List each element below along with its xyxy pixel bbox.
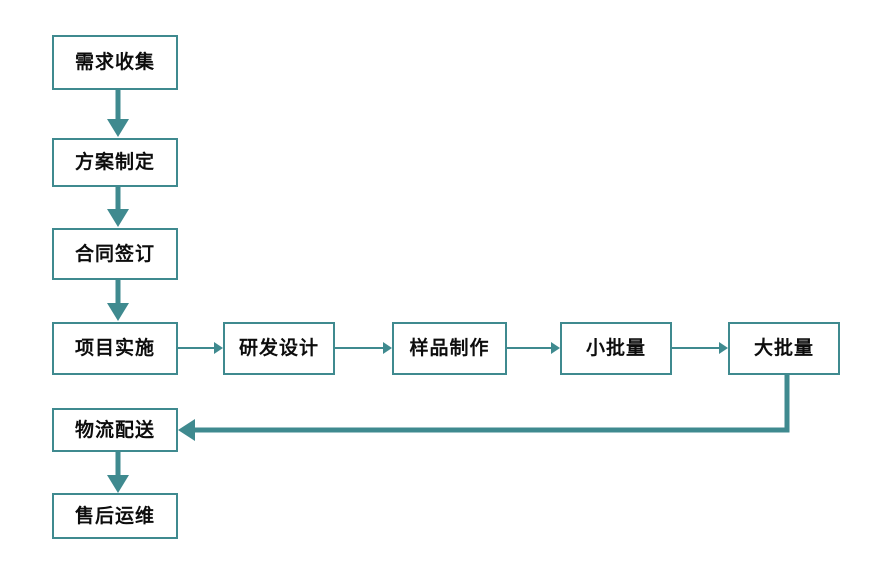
flow-node-logistics[interactable]: 物流配送 [52, 408, 178, 452]
flow-node-smallbatch-label: 小批量 [585, 337, 646, 359]
flow-node-contract[interactable]: 合同签订 [52, 228, 178, 280]
flow-node-smallbatch[interactable]: 小批量 [560, 322, 672, 375]
flow-node-aftersales-label: 售后运维 [74, 504, 155, 527]
flow-node-sample[interactable]: 样品制作 [392, 322, 507, 375]
edge-contract-execution [107, 280, 129, 321]
edge-massbatch-logistics [178, 375, 790, 441]
flow-node-aftersales[interactable]: 售后运维 [52, 493, 178, 539]
flow-node-massbatch[interactable]: 大批量 [728, 322, 840, 375]
flow-node-execution[interactable]: 项目实施 [52, 322, 178, 375]
flow-node-sample-label: 样品制作 [409, 337, 490, 359]
flow-node-planning[interactable]: 方案制定 [52, 138, 178, 187]
flow-node-execution-label: 项目实施 [74, 337, 155, 359]
flow-node-requirements-label: 需求收集 [74, 51, 155, 73]
edge-sample-smallbatch [507, 342, 560, 354]
edge-rnd-sample [335, 342, 392, 354]
flow-node-requirements[interactable]: 需求收集 [52, 35, 178, 90]
flow-node-rnd-label: 研发设计 [238, 337, 319, 359]
edge-smallbatch-massbatch [672, 342, 728, 354]
flow-node-logistics-label: 物流配送 [74, 418, 155, 441]
flow-node-rnd[interactable]: 研发设计 [223, 322, 335, 375]
edge-planning-contract [107, 187, 129, 227]
flow-node-massbatch-label: 大批量 [753, 337, 814, 359]
flow-node-contract-label: 合同签订 [74, 242, 155, 265]
edge-execution-rnd [178, 342, 223, 354]
edge-requirements-planning [107, 90, 129, 137]
edge-logistics-aftersales [107, 452, 129, 493]
flow-node-planning-label: 方案制定 [74, 151, 155, 173]
